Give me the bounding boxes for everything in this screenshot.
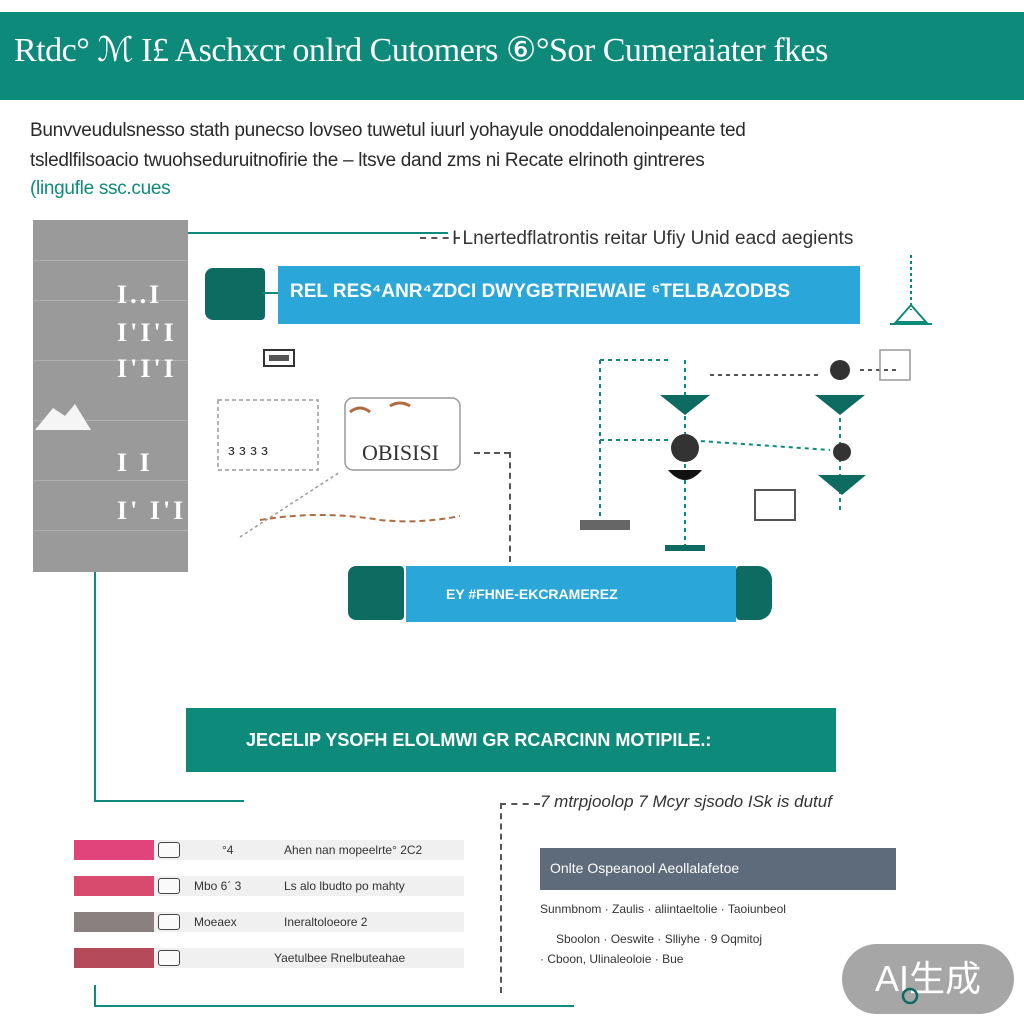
network-diagram xyxy=(580,349,911,551)
list-right: Ls alo lbudto po mahty xyxy=(284,879,405,893)
node-dash-right xyxy=(474,452,510,454)
side-item-1: I..I xyxy=(117,280,163,309)
list-color-bar xyxy=(74,912,154,932)
list-right: Ahen nan mopeelrte° 2C2 xyxy=(284,843,423,857)
chart-icon xyxy=(158,842,180,858)
list-right: Yaetulbee Rnelbuteahae xyxy=(274,951,406,965)
list-item: Moeaex Ineraltoloeore 2 xyxy=(74,912,464,932)
connector-left-bottom xyxy=(94,800,244,802)
connector-bottom-left xyxy=(94,985,96,1007)
list-left: Mbo 6´ 3 xyxy=(194,879,242,893)
ai-generated-badge: AI生成 xyxy=(842,944,1014,1014)
list-item: °4 Ahen nan mopeelrte° 2C2 xyxy=(74,840,464,860)
side-item-4: I I xyxy=(117,448,153,477)
node-dots: ᴈ ᴈ ᴈ ᴈ xyxy=(228,442,269,459)
banner-3: JECELIP YSOFH ELOLMWI GR RCARCINN MOTIPI… xyxy=(186,708,836,772)
caption-dash xyxy=(500,803,540,805)
side-item-2: I'I'I xyxy=(117,318,177,347)
list-color-bar xyxy=(74,948,154,968)
image-icon xyxy=(158,914,180,930)
node-dash-down xyxy=(509,452,511,562)
dashed-connector-top xyxy=(420,237,460,239)
camera-icon xyxy=(158,878,180,894)
banner-1-cap xyxy=(205,268,265,320)
intro-text-line-1: Bunvveudulsnesso stath punecso lovseo tu… xyxy=(30,120,746,141)
banner-1: REL RES⁴ANR⁴ZDCI DWYGBTRIEWAIE ⁶TELBAZOD… xyxy=(278,266,860,324)
side-item-5: I' I'I xyxy=(117,496,187,525)
table-row: · Cboon, Ulinaleoloie · Bue xyxy=(540,952,684,966)
banner-1-link xyxy=(262,292,282,294)
connector-left-vertical xyxy=(94,572,96,802)
caption-dash-down xyxy=(500,803,502,993)
device-icon xyxy=(263,349,295,367)
table-row: Sboolon · Oeswite · Slliyhe · 9 Oqmitoj xyxy=(556,932,763,946)
list-item: Mbo 6´ 3 Ls alo lbudto po mahty xyxy=(74,876,464,896)
banner-2: EY #FHNE-EKCRAMEREZ xyxy=(406,566,736,622)
list-left: °4 xyxy=(222,843,234,857)
header-bar xyxy=(0,12,1024,100)
mountain-icon xyxy=(35,404,91,430)
antenna-icon xyxy=(890,255,932,325)
connector-bottom xyxy=(94,1005,574,1007)
list-left: Moeaex xyxy=(194,915,237,929)
right-caption: 7 mtrpjoolop 7 Mcyr sjsodo ISk is dutuf xyxy=(540,792,832,811)
diagram-top-label: I Lnertedflatrontis reitar Ufiy Unid eac… xyxy=(452,228,854,249)
node-label: OBISISI xyxy=(362,440,440,465)
banner-2-cap-right xyxy=(736,566,772,620)
side-item-3: I'I'I xyxy=(117,354,177,383)
side-panel: I..I I'I'I I'I'I I I I' I'I xyxy=(33,220,188,572)
list-item: Yaetulbee Rnelbuteahae xyxy=(74,948,464,968)
node-box-sketch xyxy=(217,397,461,538)
list-color-bar xyxy=(74,876,154,896)
connector-top xyxy=(188,232,448,234)
list-color-bar xyxy=(74,840,154,860)
banner-2-cap-left xyxy=(348,566,404,620)
table-header: Onlte Ospeanool Aeollalafetoe xyxy=(540,848,896,890)
image-icon xyxy=(158,950,180,966)
intro-text-line-3: (lingufle ssc.cues xyxy=(30,178,171,199)
table-row: Sunmbnom · Zaulis · aliintaeltolie · Tao… xyxy=(540,902,786,916)
circle-icon xyxy=(901,987,919,1005)
page-title: Rtdc° ℳ I£ Aschxcr onlrd Cutomers ⑥°Sor … xyxy=(14,32,828,69)
intro-text-line-2: tsledlfilsoacio twuohseduruitnofirie the… xyxy=(30,150,705,171)
list-right: Ineraltoloeore 2 xyxy=(284,915,368,929)
